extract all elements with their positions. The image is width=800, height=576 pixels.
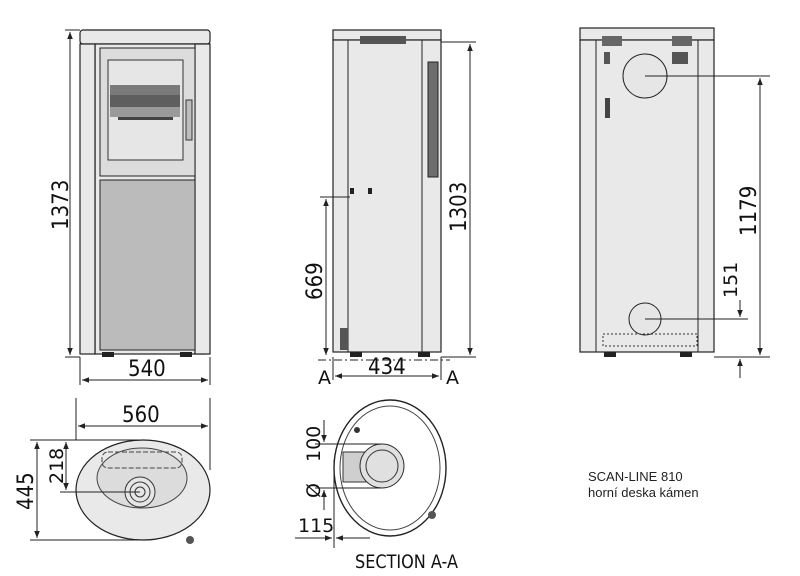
model-name: SCAN-LINE 810: [588, 469, 683, 484]
section-mark-right: A: [446, 367, 459, 389]
side-view: 669 1303 434 A A: [303, 29, 476, 389]
top-width-label: 560: [122, 403, 160, 428]
front-height-label: 1373: [49, 180, 74, 230]
top-offset-label: 218: [46, 448, 68, 484]
top-depth-label: 445: [14, 472, 39, 510]
front-view: 1373 540: [49, 29, 211, 385]
model-variant: horní deska kámen: [588, 485, 699, 500]
section-mark-left: A: [318, 367, 331, 389]
side-width-label: 434: [368, 355, 406, 380]
top-view: 560 445 218: [14, 398, 211, 544]
back-height-label: 1179: [737, 186, 762, 236]
section-view: 100 Ø 115 SECTION A-A: [295, 399, 458, 573]
section-title: SECTION A-A: [355, 551, 458, 573]
section-phi-label: Ø: [303, 483, 325, 498]
section-offset-label: 115: [298, 515, 334, 537]
section-diameter-label: 100: [303, 426, 325, 462]
product-caption: SCAN-LINE 810 horní deska kámen: [588, 469, 699, 501]
back-height-low-label: 151: [720, 262, 742, 298]
side-height-label: 1303: [447, 182, 472, 232]
side-height-low-label: 669: [303, 262, 328, 300]
back-view: 1179 151: [579, 27, 770, 378]
front-width-label: 540: [128, 357, 166, 382]
